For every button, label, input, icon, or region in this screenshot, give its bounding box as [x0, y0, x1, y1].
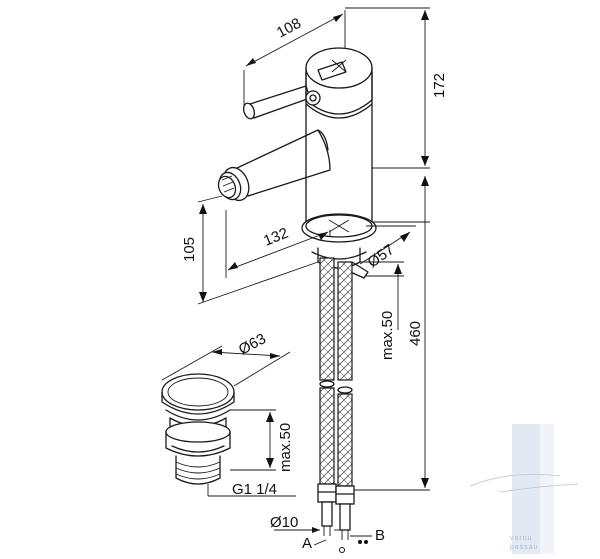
- dimension-172: 172: [345, 7, 448, 169]
- dim-drain-thickness-label: max.50: [277, 423, 294, 472]
- hose-b-upper: [337, 261, 353, 381]
- dimension-drain-max50: max.50: [230, 409, 294, 472]
- watermark-logo: varnu passau: [469, 424, 579, 554]
- lever-handle: [242, 61, 347, 120]
- hose-label-a: A: [302, 535, 312, 552]
- hose-b-lower: [337, 393, 353, 487]
- hose-labels: Ø10 A B: [270, 514, 385, 553]
- dimension-deck-max50: max.50: [360, 261, 404, 360]
- hose-a-upper: [319, 257, 335, 381]
- dim-hose-diameter-label: Ø10: [270, 514, 298, 531]
- dimension-105: 105: [181, 195, 319, 305]
- dim-top-height-label: 172: [431, 73, 448, 98]
- drain-thread-label: G1 1/4: [232, 481, 277, 498]
- pop-up-drain: [161, 373, 235, 496]
- dim-flange-diameter-label: Ø57: [365, 241, 398, 271]
- dimension-d63: Ø63: [161, 330, 291, 387]
- spout: [217, 129, 331, 202]
- dimension-460: 460: [350, 176, 430, 491]
- dim-deck-thickness-label: max.50: [379, 311, 396, 360]
- faucet-body: [305, 47, 373, 234]
- watermark-line2: passau: [510, 544, 539, 551]
- dim-spout-reach-label: 132: [261, 225, 291, 250]
- thread-label: G1 1/4: [208, 481, 296, 498]
- hose-label-b: B: [375, 527, 385, 544]
- flex-hoses: [317, 257, 355, 540]
- watermark-line1: varnu: [510, 535, 533, 542]
- hose-a-lower: [319, 387, 335, 485]
- dim-spout-height-label: 105: [181, 237, 198, 262]
- dim-hose-length-label: 460: [407, 321, 424, 346]
